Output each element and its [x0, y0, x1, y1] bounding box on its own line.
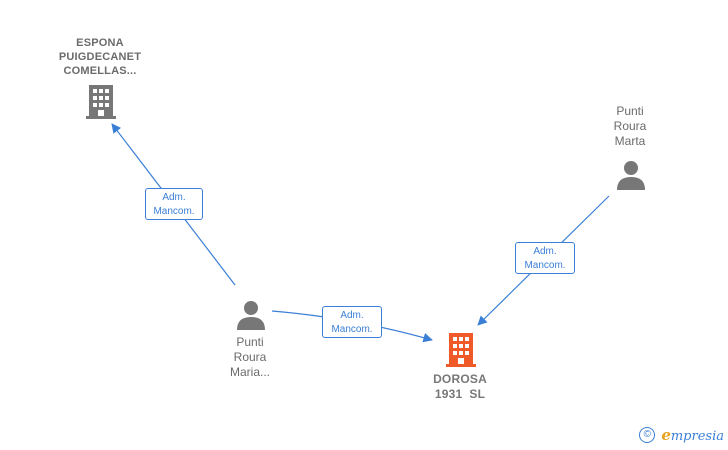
label-line: PUIGDECANET — [58, 51, 142, 63]
label-line: Marta — [614, 134, 646, 148]
label-line: Roura — [233, 350, 267, 364]
person-node-label-marta[interactable]: Punti Roura Marta — [595, 104, 665, 149]
label-line: COMELLAS... — [63, 65, 137, 77]
building-icon[interactable] — [86, 85, 116, 119]
edge-label-line: Adm. — [340, 310, 364, 321]
edge-label-line: Mancom. — [524, 260, 566, 271]
edge-label-adm-mancom[interactable]: Adm. Mancom. — [322, 306, 382, 338]
label-line: Punti — [236, 335, 264, 349]
company-node-label-dorosa[interactable]: DOROSA 1931 SL — [415, 372, 505, 402]
label-line: DOROSA — [433, 372, 487, 386]
edge-label-line: Mancom. — [153, 206, 195, 217]
label-line: ESPONA — [76, 37, 124, 49]
edge-label-line: Adm. — [162, 192, 186, 203]
edge-label-line: Mancom. — [331, 324, 373, 335]
copyright-icon: © — [639, 427, 656, 443]
label-line: Maria... — [229, 365, 270, 379]
company-node-label-espona[interactable]: ESPONA PUIGDECANET COMELLAS... — [40, 36, 160, 78]
label-line: Punti — [616, 104, 644, 118]
building-icon[interactable] — [446, 333, 476, 367]
brand-watermark: © empresia — [639, 426, 724, 444]
label-line: Roura — [613, 119, 647, 133]
person-node-label-maria[interactable]: Punti Roura Maria... — [214, 335, 286, 380]
edge-label-adm-mancom[interactable]: Adm. Mancom. — [515, 242, 575, 274]
edge-label-adm-mancom[interactable]: Adm. Mancom. — [145, 188, 203, 220]
label-line: 1931 SL — [434, 387, 486, 401]
person-icon[interactable] — [236, 300, 266, 330]
brand-logo: empresia — [661, 426, 724, 444]
edge-label-line: Adm. — [533, 246, 557, 257]
person-icon[interactable] — [616, 160, 646, 190]
